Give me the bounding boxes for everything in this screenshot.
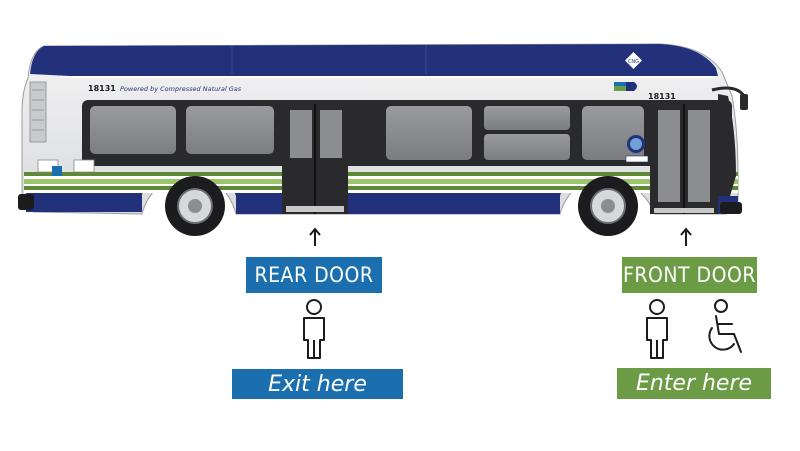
stripe-green-light xyxy=(24,179,738,184)
transit-logo xyxy=(614,82,637,91)
rear-door-illustration xyxy=(282,102,348,214)
bus-roof xyxy=(30,44,718,76)
fleet-number-front: 18131 xyxy=(648,92,676,101)
front-door-arrow xyxy=(680,227,692,246)
stripe-green-dark xyxy=(24,172,738,176)
bus-tagline: Powered by Compressed Natural Gas xyxy=(120,85,242,93)
rear-door-label: REAR DOOR xyxy=(246,257,382,293)
person-standing-icon xyxy=(646,299,668,359)
stripe-white xyxy=(24,184,738,186)
front-bumper xyxy=(720,202,742,214)
person-standing-icon xyxy=(303,299,325,359)
front-wheel xyxy=(578,176,638,236)
rear-wheel xyxy=(165,176,225,236)
rear-bumper xyxy=(18,194,34,210)
stripe-green-dark xyxy=(24,186,738,190)
front-door-illustration xyxy=(650,102,718,214)
cng-badge-text: CNG xyxy=(628,59,639,65)
cng-badge: CNG xyxy=(623,50,644,71)
front-door-label: FRONT DOOR xyxy=(622,257,757,293)
route-sticker-emblem xyxy=(625,135,649,163)
fleet-number-rear: 18131 xyxy=(88,84,116,93)
window xyxy=(186,106,274,154)
window xyxy=(386,106,472,160)
rear-door-arrow xyxy=(309,227,321,246)
rear-grille xyxy=(29,81,95,173)
window xyxy=(484,134,570,160)
side-mirror xyxy=(711,86,748,110)
wheelchair-icon xyxy=(708,299,742,353)
window xyxy=(90,106,176,154)
enter-here-label: Enter here xyxy=(617,368,771,399)
exit-here-label: Exit here xyxy=(232,369,403,399)
accessibility-decal xyxy=(52,166,62,176)
window xyxy=(484,106,570,130)
windshield xyxy=(718,94,736,196)
skirt-rear xyxy=(26,194,142,212)
stripe-white xyxy=(24,190,738,193)
bus-illustration: CNG 18131 Powered by Compressed Natural … xyxy=(18,43,748,236)
stripe-white xyxy=(24,176,738,179)
